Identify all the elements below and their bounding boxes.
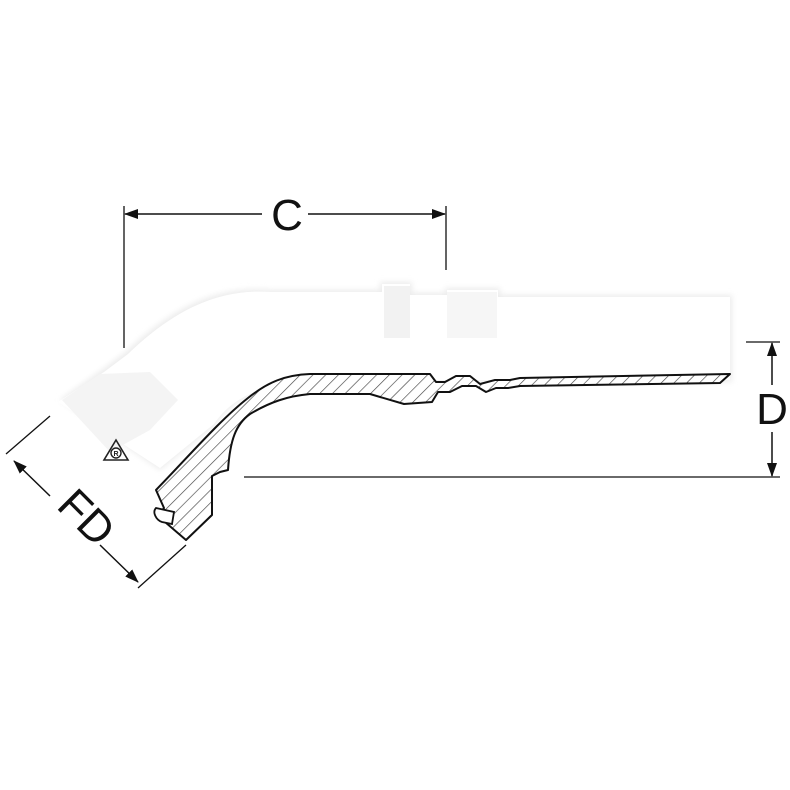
section-view [153,373,731,541]
dimension-d-label: D [756,385,788,434]
flange-band [62,372,178,452]
fd-extension-upper [5,415,51,455]
dimension-fd-label: FD [48,480,124,556]
nut-band [384,286,410,338]
oring-groove [153,507,176,526]
shoulder-band [447,292,497,338]
svg-text:R: R [113,451,118,458]
fd-extension-lower [137,544,187,589]
dimension-c: C [123,191,447,348]
hatched-wall [155,373,731,541]
fd-arrow-upper [13,460,51,497]
manufacturer-logo-icon: R [102,438,130,461]
fd-arrow-lower [99,544,139,583]
dimension-c-label: C [271,191,303,240]
dimension-d: D [244,341,788,478]
